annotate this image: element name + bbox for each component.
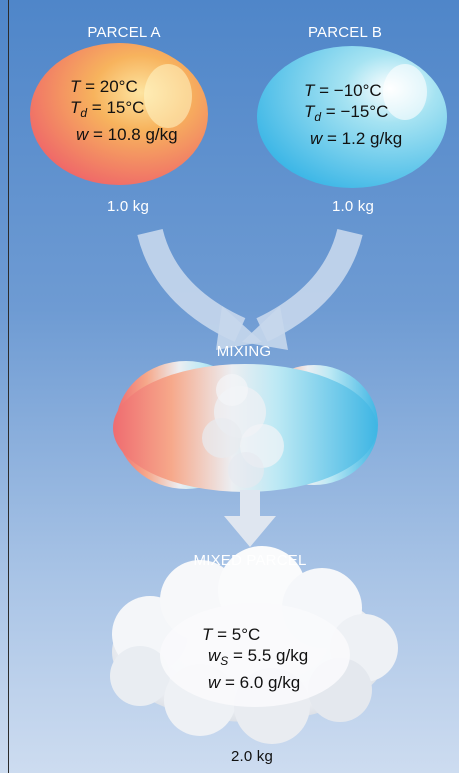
mixed-parcel-mass: 2.0 kg: [230, 748, 274, 765]
mixing-label: MIXING: [216, 343, 272, 360]
mixed-parcel-title: MIXED PARCEL: [193, 552, 307, 569]
parcel-b-values: T = −10°C Td = −15°C w = 1.2 g/kg: [304, 80, 402, 149]
parcel-b-mixing-ratio: w = 1.2 g/kg: [310, 129, 403, 148]
mixed-parcel-mixing-ratio: w = 6.0 g/kg: [208, 673, 301, 692]
parcel-a-title: PARCEL A: [87, 24, 161, 41]
parcel-b-mass: 1.0 kg: [331, 198, 375, 215]
parcel-b-temp: T = −10°C: [304, 81, 382, 100]
down-arrow: [224, 490, 276, 547]
mixed-parcel-cloud: [110, 546, 398, 744]
mixed-parcel-saturation-ratio: wS = 5.5 g/kg: [208, 646, 309, 668]
arrow-from-parcel-b-head: [242, 306, 288, 350]
parcel-a-values: T = 20°C Td = 15°C w = 10.8 g/kg: [70, 76, 178, 145]
parcel-b-title: PARCEL B: [307, 24, 383, 41]
parcel-a-highlight: [144, 64, 192, 128]
parcel-a-mass: 1.0 kg: [106, 198, 150, 215]
parcel-a-temp: T = 20°C: [70, 77, 138, 96]
mixed-parcel-values: T = 5°C wS = 5.5 g/kg w = 6.0 g/kg: [202, 624, 308, 693]
mixed-parcel-temp: T = 5°C: [202, 625, 261, 644]
parcel-a-dewpoint: Td = 15°C: [70, 98, 145, 120]
mixing-blob: [113, 361, 378, 492]
frame-border: [8, 0, 9, 773]
parcel-b-dewpoint: Td = −15°C: [304, 102, 389, 124]
parcel-b-highlight: [383, 64, 427, 120]
parcel-a-mixing-ratio: w = 10.8 g/kg: [76, 125, 178, 144]
